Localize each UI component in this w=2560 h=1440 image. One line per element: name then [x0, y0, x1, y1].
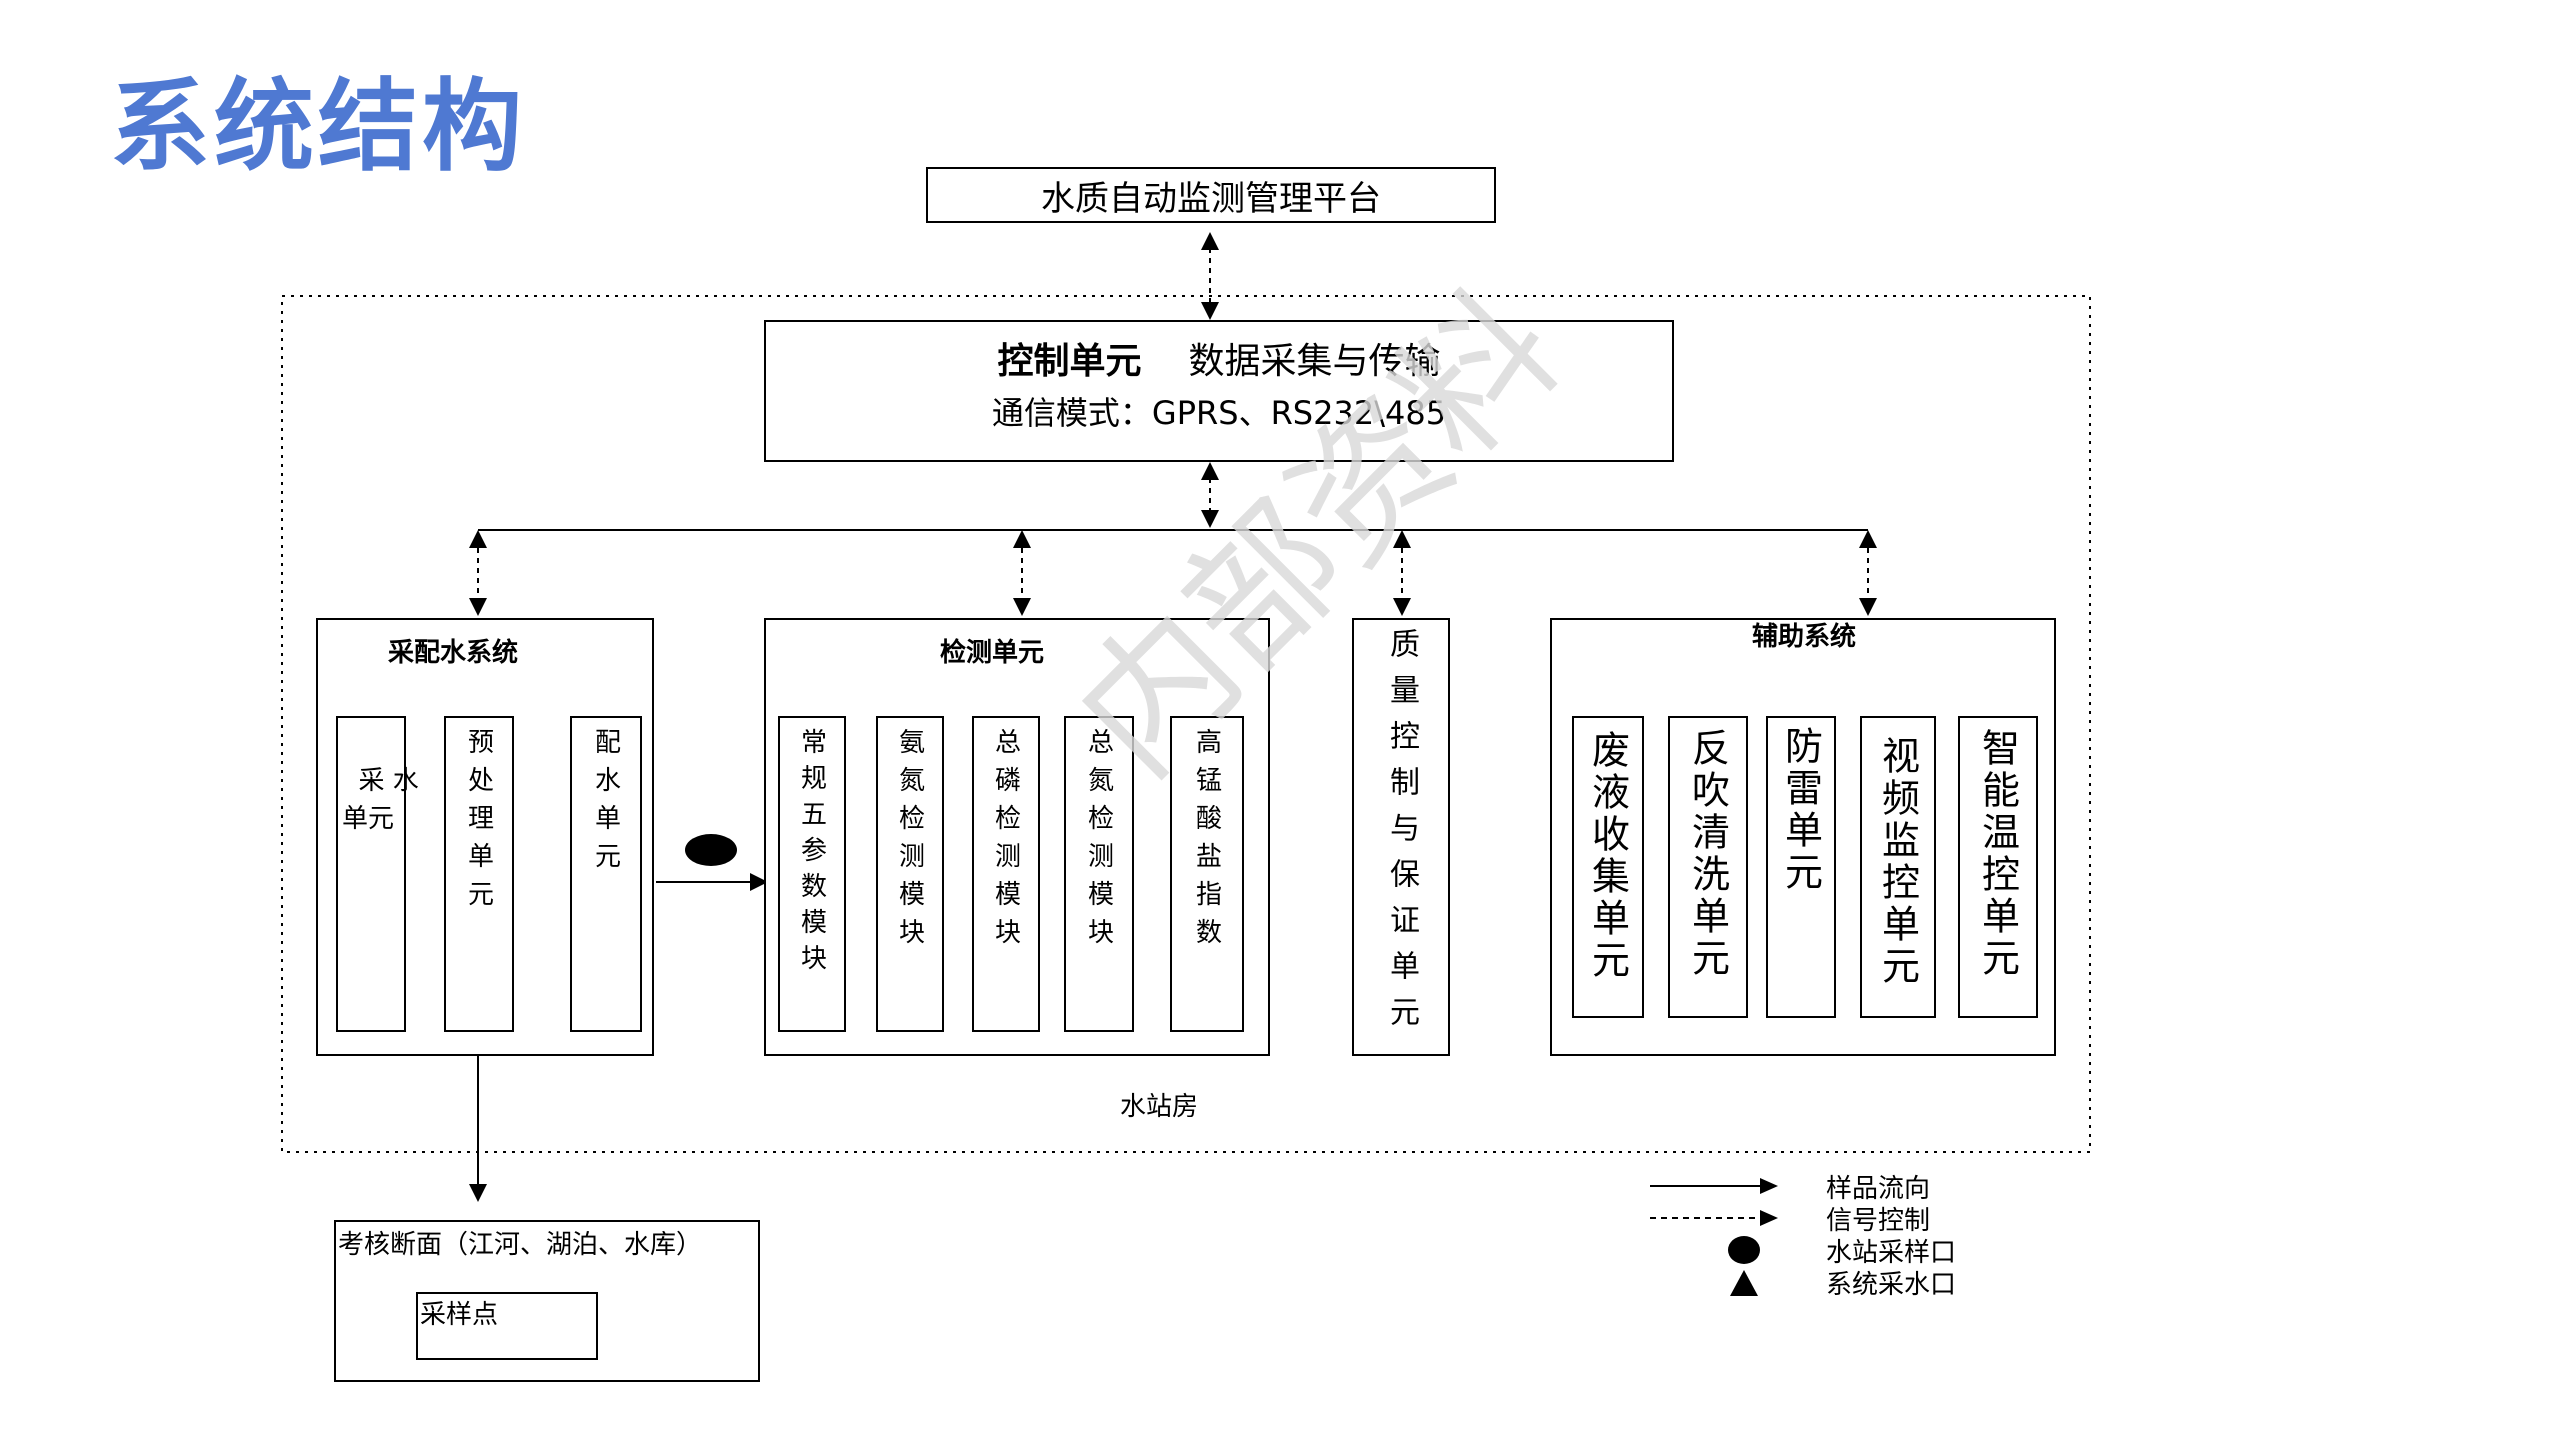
module-ammonia-box: 氨氮检测模块	[876, 716, 944, 1032]
arrow-up-icon	[1201, 232, 1219, 250]
arrow-down-icon	[1201, 510, 1219, 528]
water-system-title: 采配水系统	[388, 638, 519, 668]
arrow-down-icon	[469, 1184, 487, 1202]
platform-label: 水质自动监测管理平台	[1041, 178, 1381, 219]
arrow-down-icon	[1201, 302, 1219, 320]
sampling-unit-box: 采 水 单元	[336, 716, 419, 1032]
bus-drops	[469, 530, 1877, 616]
video-monitor-unit-label: 视频监控单元	[1875, 736, 1920, 988]
module-conventional-label: 常规五参数模块	[796, 728, 827, 980]
assessment-title: 考核断面（江河、湖泊、水库）	[338, 1230, 703, 1260]
sample-point-box: 采样点	[416, 1292, 598, 1360]
control-title-row: 控制单元 数据采集与传输	[766, 332, 1672, 384]
legend-intake-icon	[1730, 1270, 1758, 1296]
pretreatment-unit-label: 预处理单元	[463, 728, 494, 918]
assessment-box: 考核断面（江河、湖泊、水库） 采样点	[334, 1220, 760, 1382]
module-nitrogen-box: 总氮检测模块	[1064, 716, 1134, 1032]
module-phosphorus-label: 总磷检测模块	[990, 728, 1021, 956]
video-monitor-unit-box: 视频监控单元	[1860, 716, 1936, 1018]
distribution-unit-label: 配水单元	[590, 728, 621, 880]
legend-system-intake: 系统采水口	[1826, 1270, 1957, 1300]
module-permanganate-label: 高锰酸盐指数	[1191, 728, 1222, 956]
temp-control-unit-box: 智能温控单元	[1958, 716, 2038, 1018]
legend-signal-control: 信号控制	[1826, 1206, 1931, 1236]
distribution-unit-box: 配水单元	[570, 716, 642, 1032]
platform-box: 水质自动监测管理平台	[926, 167, 1496, 223]
lightning-unit-label: 防雷单元	[1778, 726, 1823, 894]
lightning-unit-box: 防雷单元	[1766, 716, 1836, 1018]
module-permanganate-box: 高锰酸盐指数	[1170, 716, 1244, 1032]
detection-unit-title: 检测单元	[940, 638, 1045, 668]
control-title: 控制单元	[997, 341, 1142, 382]
legend-sample-flow: 样品流向	[1826, 1174, 1931, 1204]
waste-collection-unit-label: 废液收集单元	[1585, 730, 1630, 982]
arrow-right-icon	[750, 873, 768, 891]
legend-port-icon	[1728, 1236, 1760, 1264]
waste-collection-unit-box: 废液收集单元	[1572, 716, 1644, 1018]
backflush-unit-box: 反吹清洗单元	[1668, 716, 1748, 1018]
module-conventional-box: 常规五参数模块	[778, 716, 846, 1032]
sample-point-label: 采样点	[420, 1300, 499, 1330]
auxiliary-title: 辅助系统	[1752, 622, 1857, 652]
sampling-port-icon	[685, 834, 737, 866]
sampling-unit-label: 采 水 单元	[342, 766, 419, 834]
legend-flow-arrow-icon	[1760, 1178, 1778, 1194]
pretreatment-unit-box: 预处理单元	[444, 716, 514, 1032]
qa-unit-box: 质量控制与保证单元	[1352, 618, 1450, 1056]
comm-mode: 通信模式：GPRS、RS232\485	[991, 394, 1447, 432]
module-phosphorus-box: 总磷检测模块	[972, 716, 1040, 1032]
legend-station-port: 水站采样口	[1826, 1238, 1957, 1268]
control-subtitle: 数据采集与传输	[1188, 341, 1441, 382]
module-ammonia-label: 氨氮检测模块	[894, 728, 925, 956]
station-label: 水站房	[1120, 1092, 1199, 1122]
backflush-unit-label: 反吹清洗单元	[1685, 728, 1730, 980]
control-unit-box: 控制单元 数据采集与传输 通信模式：GPRS、RS232\485	[764, 320, 1674, 462]
module-nitrogen-label: 总氮检测模块	[1083, 728, 1114, 956]
slide-title: 系统结构	[110, 68, 526, 185]
temp-control-unit-label: 智能温控单元	[1975, 728, 2020, 980]
legend-signal-arrow-icon	[1760, 1210, 1778, 1226]
qa-unit-label: 质量控制与保证单元	[1384, 628, 1419, 1042]
arrow-up-icon	[1201, 462, 1219, 480]
